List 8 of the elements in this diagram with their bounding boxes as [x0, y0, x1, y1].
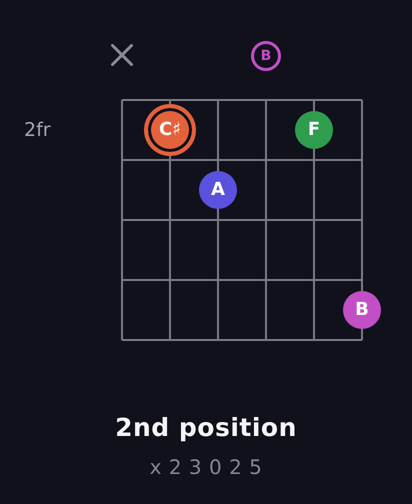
open-string-marker: B — [251, 41, 281, 71]
chord-title: 2nd position — [115, 413, 297, 442]
fret-number-label: 2fr — [24, 119, 51, 141]
note-dot: F — [295, 111, 333, 149]
fingering-text: x 2 3 0 2 5 — [150, 455, 262, 479]
note-dot: A — [199, 171, 237, 209]
root-note-dot: C♯ — [144, 104, 196, 156]
note-dot: B — [343, 291, 381, 329]
